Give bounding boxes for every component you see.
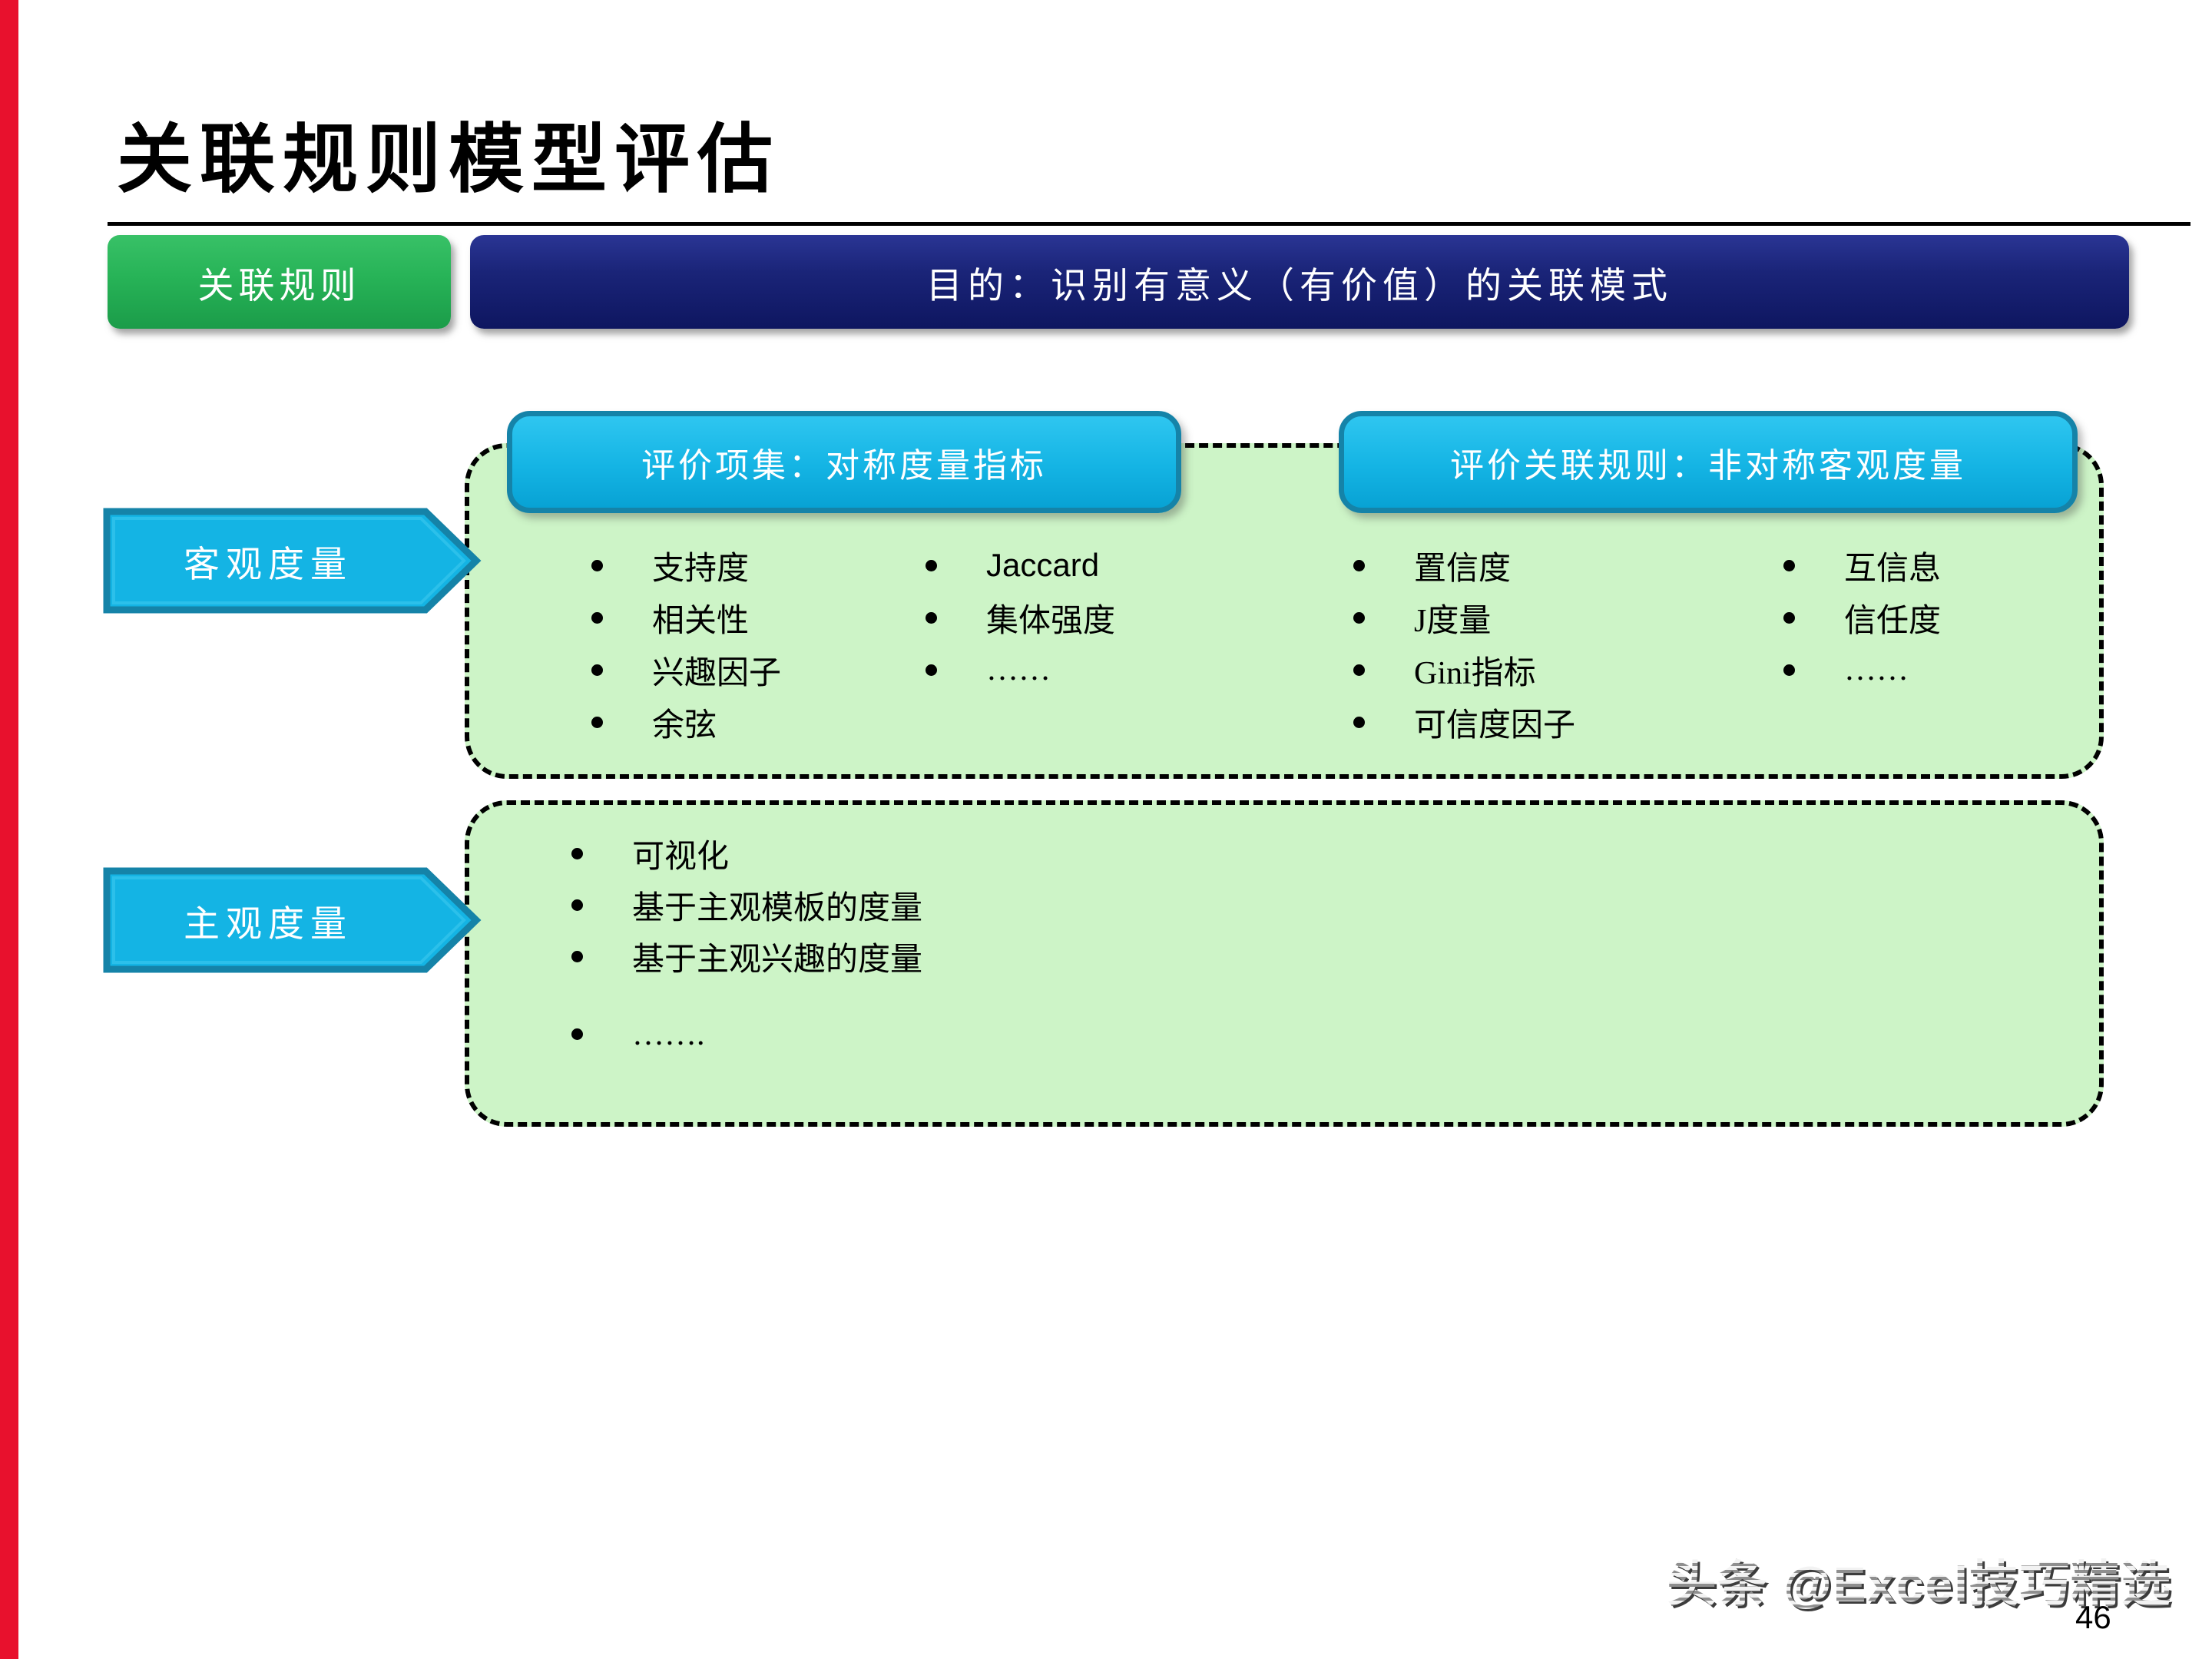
list-item-label: Gini指标 (1414, 655, 1536, 691)
bullet-dot (1783, 559, 1795, 571)
list-item-label: 支持度 (652, 551, 750, 587)
bullet-dot (571, 1028, 583, 1040)
bullet-dot (591, 664, 603, 676)
list-item-label: Jaccard (986, 547, 1100, 583)
list-item-label: 可信度因子 (1414, 707, 1576, 743)
list-item-label: 互信息 (1844, 551, 1942, 587)
list-item: J度量 (1353, 591, 1575, 644)
arrow-shape (103, 508, 482, 614)
bullet-dot (591, 559, 603, 571)
list-item: Gini指标 (1353, 644, 1575, 696)
red-accent-bar (0, 0, 18, 1659)
list-item-label: 可视化 (632, 839, 730, 875)
title-underline (108, 222, 2190, 226)
list-item: Jaccard (926, 539, 1115, 591)
rule-evaluation-header-label: 评价关联规则：非对称客观度量 (1450, 446, 1966, 485)
purpose-banner-label: 目的：识别有意义（有价值）的关联模式 (926, 266, 1673, 306)
page-number: 46 (2075, 1599, 2111, 1635)
list-item-label: 信任度 (1844, 603, 1942, 639)
objective-measure-arrow-label: 客观度量 (184, 545, 353, 585)
bullet-dot (1783, 664, 1795, 676)
bullet-dot (1353, 559, 1365, 571)
itemset-measures-list-1: 支持度 相关性 兴趣因子 余弦 (591, 539, 781, 748)
list-item-label: 兴趣因子 (652, 655, 782, 691)
association-rule-tag: 关联规则 (108, 235, 451, 329)
association-rule-tag-label: 关联规则 (197, 266, 361, 306)
list-item: 余弦 (591, 696, 781, 748)
toutiao-watermark: 头条 @Excel技巧精选 (1667, 1545, 2172, 1616)
list-item: …… (926, 644, 1115, 696)
list-item: 支持度 (591, 539, 781, 591)
list-item: 相关性 (591, 591, 781, 644)
arrow-shape (103, 867, 482, 973)
bullet-dot (926, 611, 937, 624)
bullet-dot (926, 664, 937, 676)
bullet-dot (591, 716, 603, 728)
rule-measures-list-1: 置信度 J度量 Gini指标 可信度因子 (1353, 539, 1575, 748)
list-item-label: 相关性 (652, 603, 750, 639)
list-item-label: J度量 (1414, 603, 1492, 639)
rule-evaluation-header: 评价关联规则：非对称客观度量 (1339, 411, 2078, 513)
list-item: 互信息 (1783, 539, 1941, 591)
itemset-evaluation-header-label: 评价项集：对称度量指标 (641, 446, 1047, 485)
list-item-label: ……. (632, 1016, 705, 1052)
bullet-dot (571, 848, 583, 859)
subjective-measure-arrow-label: 主观度量 (184, 904, 353, 945)
subjective-measure-arrow: 主观度量 (103, 866, 487, 974)
list-item: 基于主观兴趣的度量 (571, 931, 922, 982)
slide-title: 关联规则模型评估 (117, 119, 781, 202)
subjective-measures-list: 可视化 基于主观模板的度量 基于主观兴趣的度量 ……. (571, 828, 922, 1060)
itemset-measures-list-2: Jaccard 集体强度 …… (926, 539, 1115, 696)
subjective-measures-panel (465, 800, 2104, 1127)
list-item: 基于主观模板的度量 (571, 879, 922, 931)
list-item-label: …… (986, 652, 1051, 687)
bullet-dot (571, 951, 583, 962)
list-item: 置信度 (1353, 539, 1575, 591)
rule-measures-list-2: 互信息 信任度 …… (1783, 539, 1941, 696)
list-item: 兴趣因子 (591, 644, 781, 696)
bullet-dot (1783, 611, 1795, 624)
bullet-dot (1353, 716, 1365, 728)
purpose-banner: 目的：识别有意义（有价值）的关联模式 (470, 235, 2129, 329)
bullet-dot (571, 899, 583, 911)
list-item-label: 余弦 (652, 707, 717, 743)
bullet-dot (1353, 664, 1365, 676)
list-item-label: 基于主观兴趣的度量 (632, 942, 923, 978)
objective-measure-arrow: 客观度量 (103, 507, 487, 614)
bullet-dot (926, 559, 937, 571)
list-item-label: 集体强度 (986, 603, 1116, 639)
itemset-evaluation-header: 评价项集：对称度量指标 (507, 411, 1181, 513)
list-item-label: 基于主观模板的度量 (632, 891, 923, 926)
list-item: 可信度因子 (1353, 696, 1575, 748)
list-item-label: 置信度 (1414, 551, 1512, 587)
list-item: 集体强度 (926, 591, 1115, 644)
list-item: 可视化 (571, 828, 922, 879)
list-item-label: …… (1844, 652, 1909, 687)
list-item: 信任度 (1783, 591, 1941, 644)
list-item: ……. (571, 1008, 922, 1060)
bullet-dot (1353, 611, 1365, 624)
bullet-dot (591, 611, 603, 624)
list-item: …… (1783, 644, 1941, 696)
